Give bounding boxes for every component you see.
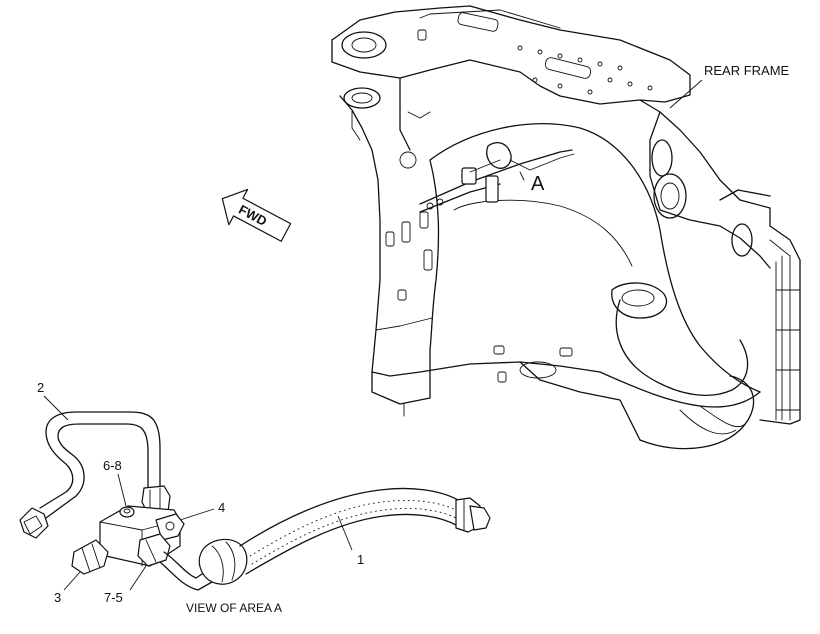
area-a-marker: A xyxy=(531,173,545,195)
rear-frame-label: REAR FRAME xyxy=(704,63,790,78)
forward-arrow-icon: FWD xyxy=(221,188,292,242)
callout-plug-leader xyxy=(63,571,81,591)
area-a-detail-drawing xyxy=(19,411,491,591)
callout-plug: 3 xyxy=(54,590,61,605)
callout-hose-leader xyxy=(337,515,353,551)
callout-elbow-leader xyxy=(179,508,215,521)
callout-elbow: 4 xyxy=(218,500,225,515)
callout-tee-fitting-leader xyxy=(129,565,147,591)
callout-hose: 1 xyxy=(357,552,364,567)
callout-bolt-washer: 6-8 xyxy=(103,458,122,473)
callout-tube: 2 xyxy=(37,380,44,395)
callout-bolt-washer-leader xyxy=(117,473,127,507)
callout-tee-fitting: 7-5 xyxy=(104,590,123,605)
callout-tube-leader xyxy=(43,395,69,421)
rear-frame-drawing xyxy=(331,5,801,450)
view-caption: VIEW OF AREA A xyxy=(186,601,282,615)
rear-frame-leader xyxy=(669,79,703,109)
